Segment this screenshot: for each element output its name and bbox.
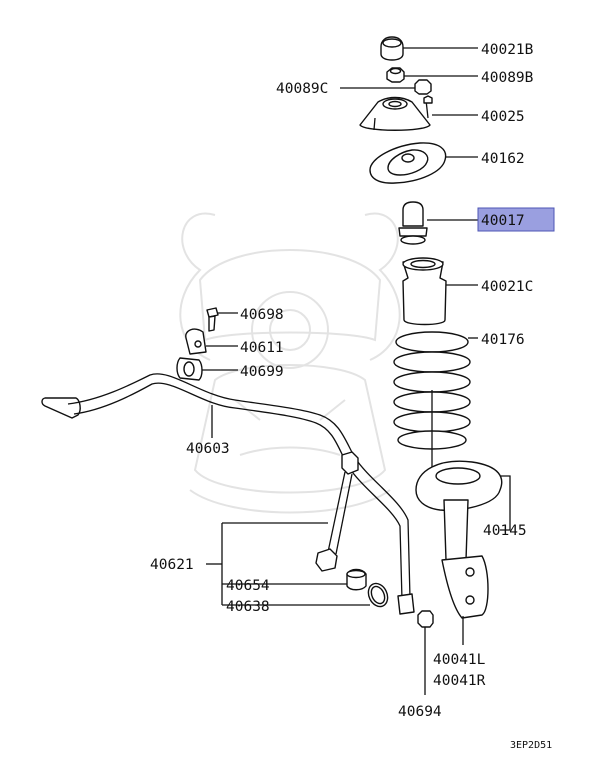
part-40603-stabilizer-bar[interactable] (41, 373, 415, 615)
label-40041r: 40041R (433, 673, 486, 689)
part-40017-bump-stopper[interactable] (398, 201, 478, 245)
label-40041l: 40041L (433, 652, 486, 668)
part-40025-strut-mount[interactable] (359, 95, 478, 131)
part-40089c-nut[interactable] (340, 79, 432, 95)
label-40021b: 40021B (481, 42, 534, 58)
label-40089b: 40089B (481, 70, 534, 86)
highlight-box-40017 (477, 207, 555, 232)
label-40638: 40638 (226, 599, 270, 615)
label-40698: 40698 (240, 307, 284, 323)
part-40021b-cap[interactable] (380, 36, 478, 61)
part-40021c-dust-boot[interactable] (402, 257, 478, 326)
part-40145-strut-assembly[interactable] (415, 390, 511, 619)
label-40176: 40176 (481, 332, 525, 348)
label-40021c: 40021C (481, 279, 533, 295)
part-40089b-nut[interactable] (386, 67, 478, 83)
label-40162: 40162 (481, 151, 525, 167)
part-40176-coil-spring[interactable] (393, 331, 478, 450)
part-40654-bushing[interactable] (222, 568, 367, 591)
part-40694-nut[interactable] (417, 610, 434, 695)
part-40621-stabilizer-link[interactable] (222, 451, 359, 572)
label-40025: 40025 (481, 109, 525, 125)
label-40621: 40621 (150, 557, 194, 573)
label-40654: 40654 (226, 578, 270, 594)
label-40699: 40699 (240, 364, 284, 380)
label-40611: 40611 (240, 340, 284, 356)
label-40089c: 40089C (276, 81, 328, 97)
label-40694: 40694 (398, 704, 442, 720)
label-40603: 40603 (186, 441, 230, 457)
watermark-emblem (179, 212, 401, 514)
part-40611-bracket[interactable] (185, 328, 238, 355)
label-40145: 40145 (483, 523, 527, 539)
part-40698-bolt[interactable] (206, 307, 238, 332)
label-40017: 40017 (481, 213, 525, 229)
diagram-code: 3EP2D51 (510, 740, 552, 751)
group-bracket-40621 (206, 523, 223, 605)
part-40162-spring-seat[interactable] (369, 142, 478, 184)
part-40699-bushing[interactable] (176, 357, 238, 381)
part-40638-ring[interactable] (222, 580, 391, 609)
